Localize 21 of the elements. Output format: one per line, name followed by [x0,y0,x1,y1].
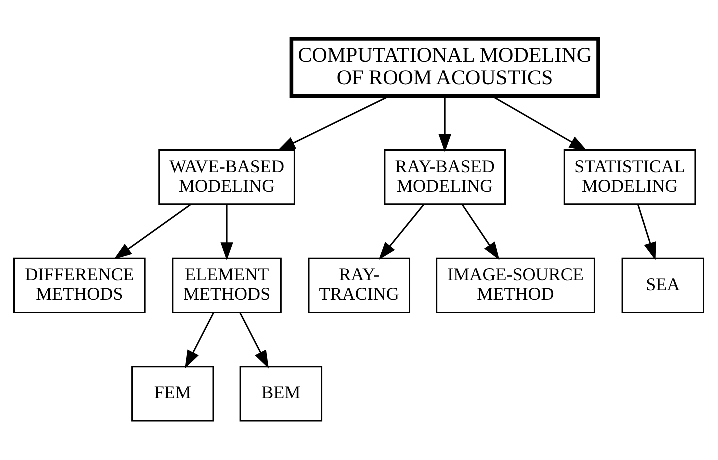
arrow [638,204,656,261]
arrow [462,204,500,260]
node-box: RAY- TRACING [308,258,410,314]
arrow [277,96,390,152]
arrow [240,312,269,369]
node-box: RAY-BASED MODELING [384,150,506,206]
node-box: FEM [132,366,214,422]
node-box: BEM [240,366,323,422]
arrow [492,96,588,152]
node-box: COMPUTATIONAL MODELING OF ROOM ACOUSTICS [290,37,600,98]
arrow [114,204,192,260]
arrow [378,204,424,260]
node-box: IMAGE-SOURCE METHOD [436,258,596,314]
arrow [185,312,214,369]
node-box: STATISTICAL MODELING [564,150,696,206]
node-box: DIFFERENCE METHODS [14,258,146,314]
node-box: ELEMENT METHODS [172,258,282,314]
node-box: SEA [622,258,704,314]
arrow [220,204,234,261]
node-box: WAVE-BASED MODELING [158,150,296,206]
arrow [438,96,452,153]
